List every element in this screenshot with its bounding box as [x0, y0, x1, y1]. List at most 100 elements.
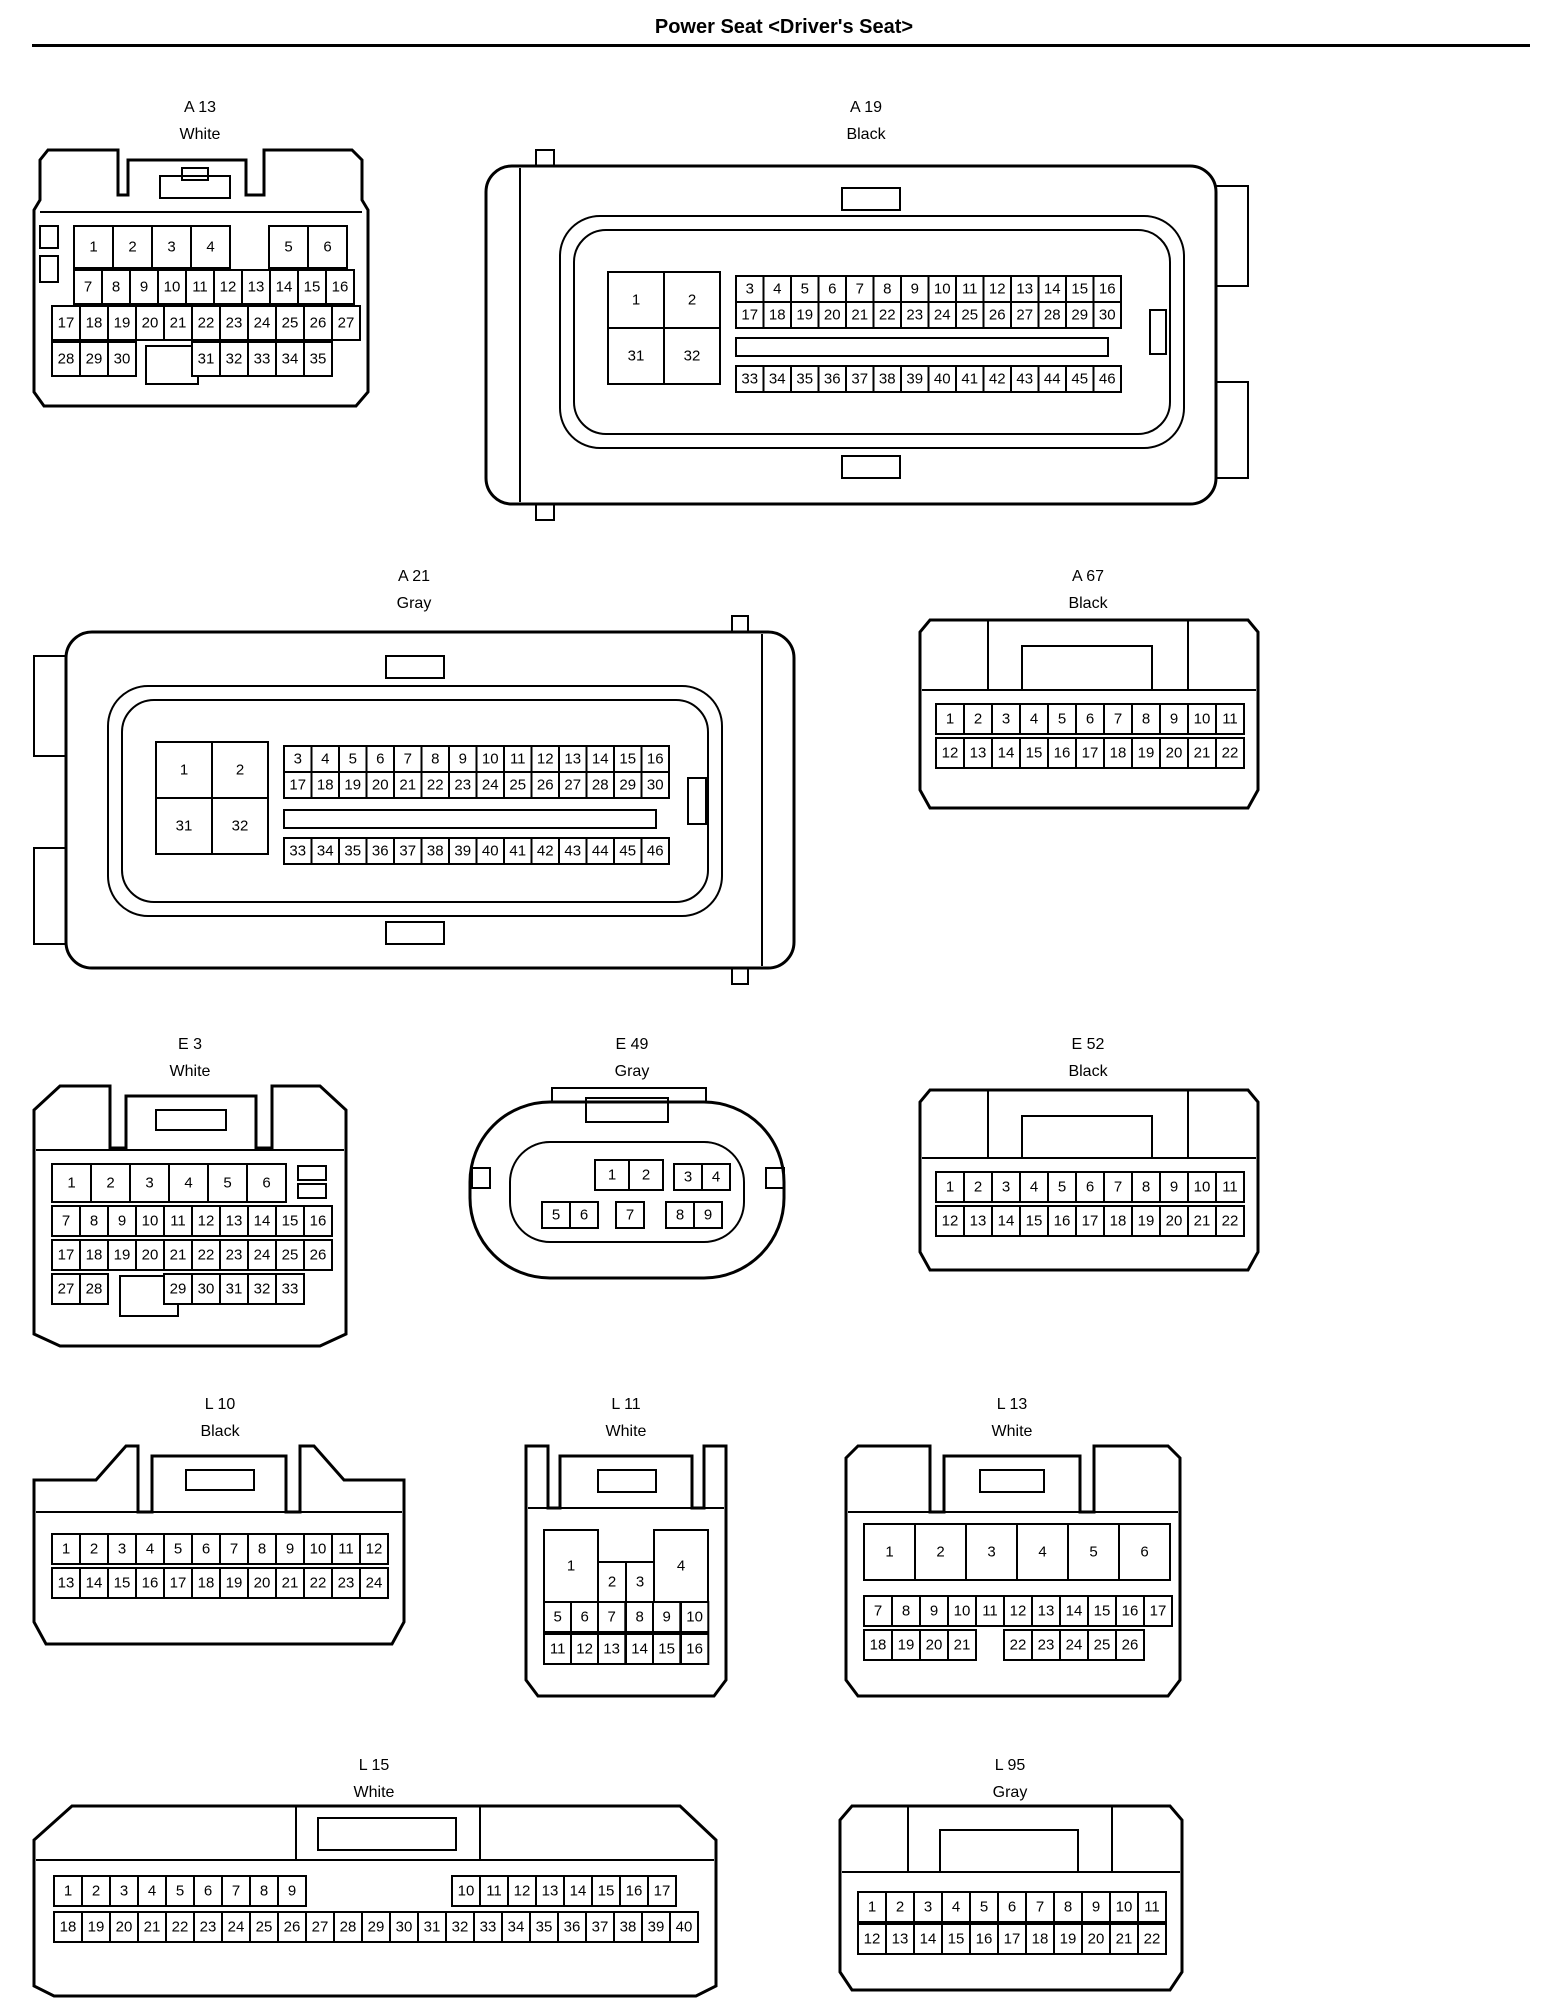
pin-cavity: [325, 269, 355, 305]
pin-cavity: [535, 1875, 565, 1907]
connector-a13-color: White: [180, 126, 221, 143]
pin-cavity: [543, 1529, 599, 1603]
pin-cavity: [331, 305, 361, 341]
pin-cavity: [283, 837, 313, 865]
connector-a19-shroud-inner: [573, 229, 1171, 435]
pin-number: 38: [620, 1919, 637, 1936]
pin-number: 2: [106, 1175, 114, 1192]
pin-number: 21: [170, 1247, 187, 1264]
pin-cavity: [965, 1523, 1018, 1581]
pin-number: 22: [427, 777, 444, 794]
pin-number: 13: [892, 1931, 909, 1948]
pin-cavity: [963, 1171, 993, 1203]
pin-number: 15: [658, 1641, 675, 1658]
pin-number: 15: [1026, 1213, 1043, 1230]
pin-number: 5: [176, 1883, 184, 1900]
connector-a21-shroud: [107, 685, 723, 917]
pin-number: 19: [898, 1637, 915, 1654]
pin-cavity: [479, 1875, 509, 1907]
pin-number: 11: [982, 1603, 998, 1620]
pin-cavity: [303, 1533, 333, 1565]
pin-number: 2: [936, 1544, 944, 1561]
pin-number: 18: [317, 777, 334, 794]
pin-number: 31: [226, 1281, 243, 1298]
pin-cavity: [955, 301, 985, 329]
pin-cavity: [365, 837, 395, 865]
connector-l11-id: L 11: [611, 1396, 640, 1413]
pin-number: 3: [118, 1541, 126, 1558]
pin-number: 14: [998, 745, 1015, 762]
pin-number: 20: [254, 1575, 271, 1592]
pin-number: 17: [170, 1575, 187, 1592]
connector-l11-color: White: [606, 1423, 647, 1440]
pin-cavity: [247, 1205, 277, 1237]
connector-a13-key: [39, 255, 59, 283]
pin-number: 3: [684, 1169, 692, 1186]
connector-a19-bottom-lock: [841, 455, 901, 479]
pin-cavity: [1031, 1629, 1061, 1661]
pin-cavity: [137, 1875, 167, 1907]
pin-number: 9: [140, 279, 148, 296]
pin-number: 12: [989, 281, 1006, 298]
pin-cavity: [359, 1567, 389, 1599]
connector-a21-color: Gray: [397, 595, 432, 612]
pin-cavity: [701, 1163, 731, 1191]
pin-number: 23: [454, 777, 471, 794]
pin-cavity: [277, 1875, 307, 1907]
pin-number: 19: [1138, 745, 1155, 762]
pin-cavity: [845, 275, 875, 303]
pin-number: 3: [1002, 711, 1010, 728]
pin-cavity: [663, 327, 721, 385]
pin-number: 23: [906, 307, 923, 324]
connector-e3-color: White: [170, 1063, 211, 1080]
pin-number: 12: [198, 1213, 215, 1230]
pin-number: 15: [619, 751, 636, 768]
pin-number: 9: [1170, 711, 1178, 728]
pin-number: 3: [636, 1574, 644, 1591]
pin-cavity: [1159, 1205, 1189, 1237]
pin-cavity: [1047, 1171, 1077, 1203]
pin-cavity: [191, 1205, 221, 1237]
pin-cavity: [1215, 1171, 1245, 1203]
pin-cavity: [543, 1601, 573, 1633]
pin-number: 11: [192, 279, 208, 296]
pin-number: 16: [310, 1213, 327, 1230]
pin-cavity: [303, 1239, 333, 1271]
pin-number: 31: [176, 818, 193, 835]
pin-cavity: [1109, 1891, 1139, 1923]
pin-number: 30: [1099, 307, 1116, 324]
pin-number: 30: [198, 1281, 215, 1298]
pin-cavity: [845, 365, 875, 393]
pin-number: 10: [458, 1883, 475, 1900]
pin-cavity: [1115, 1595, 1145, 1627]
pin-cavity: [1215, 1205, 1245, 1237]
pin-cavity: [1115, 1629, 1145, 1661]
pin-number: 29: [86, 351, 103, 368]
pin-cavity: [935, 1205, 965, 1237]
pin-cavity: [53, 1875, 83, 1907]
pin-number: 9: [1092, 1899, 1100, 1916]
pin-number: 10: [934, 281, 951, 298]
pin-number: 13: [248, 279, 265, 296]
connector-a19-color: Black: [846, 126, 886, 143]
pin-cavity: [613, 837, 643, 865]
pin-number: 21: [1194, 745, 1211, 762]
pin-number: 14: [631, 1641, 648, 1658]
pin-number: 16: [1099, 281, 1116, 298]
pin-number: 27: [338, 315, 355, 332]
pin-number: 11: [486, 1883, 502, 1900]
connector-l95-id: L 95: [995, 1757, 1026, 1774]
pin-number: 35: [536, 1919, 553, 1936]
pin-number: 15: [1071, 281, 1088, 298]
pin-number: 7: [230, 1541, 238, 1558]
pin-number: 9: [911, 281, 919, 298]
pin-number: 1: [608, 1167, 616, 1184]
pin-cavity: [947, 1595, 977, 1627]
pin-number: 33: [741, 371, 758, 388]
pin-number: 18: [86, 315, 103, 332]
pin-cavity: [219, 1567, 249, 1599]
pin-number: 20: [824, 307, 841, 324]
pin-cavity: [1075, 703, 1105, 735]
